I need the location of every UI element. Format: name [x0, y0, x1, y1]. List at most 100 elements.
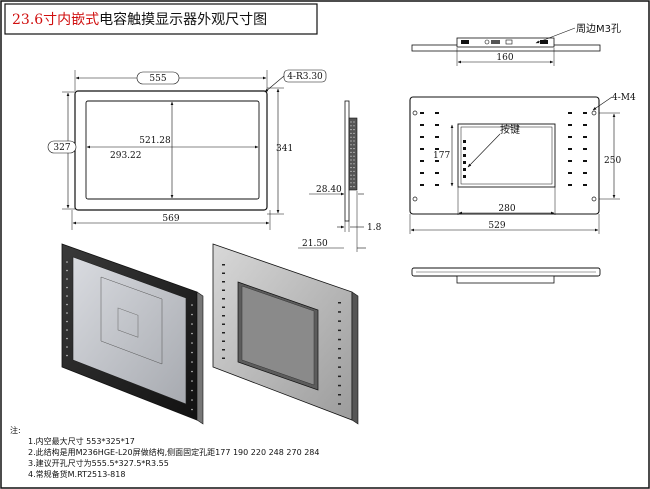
rear-vent-slot — [338, 366, 341, 368]
bezel-dot — [191, 380, 193, 382]
side-vent-dot — [350, 170, 352, 172]
note-4: 4.常规备货M.RT2513-818 — [28, 469, 125, 479]
bezel-dot — [191, 342, 193, 344]
side-vent-dot — [353, 140, 355, 142]
rear-vent-slot — [338, 329, 341, 332]
rear-vent-slot — [338, 375, 341, 378]
side-vent-dot — [350, 186, 352, 188]
vent-slot — [583, 148, 587, 150]
vent-slot — [568, 184, 572, 186]
vent-slot — [420, 136, 424, 138]
dim-cutout-height: 341 — [276, 144, 293, 154]
bezel-dot — [66, 269, 68, 272]
vent-slot — [420, 184, 424, 186]
note-3: 3.建议开孔尺寸为555.5*327.5*R3.55 — [28, 458, 169, 468]
vent-slot — [583, 124, 587, 126]
iso-front-view — [61, 243, 204, 425]
dim-hole-pitch: 250 — [604, 156, 621, 166]
top-housing — [456, 37, 555, 48]
side-vent-dot — [350, 136, 352, 138]
side-vent-dot — [353, 182, 355, 184]
side-vent-dot — [353, 129, 355, 131]
side-vent-dot — [353, 186, 355, 188]
side-vent-dot — [350, 159, 352, 161]
title-description: 电容触摸显示器外观尺寸图 — [99, 11, 267, 28]
side-vent-dot — [350, 174, 352, 176]
rear-vent-slot — [222, 281, 225, 283]
vent-slot — [435, 172, 439, 174]
side-vent-dot — [350, 155, 352, 157]
side-view: 28.40 1.8 21.50 — [298, 100, 382, 252]
side-body — [348, 117, 358, 191]
side-vent-dot — [350, 132, 352, 134]
rear-view: 4-M4 按键 177 250 280 529 — [409, 93, 636, 234]
iso-rear-view — [212, 243, 359, 425]
rear-vent-slot — [222, 298, 225, 300]
vent-slot — [583, 160, 587, 162]
bezel-dot — [66, 312, 68, 314]
dim-corner-radius: 4-R3.30 — [287, 72, 323, 82]
bottom-view — [411, 267, 601, 284]
title-text: 23.6寸内嵌式电容触摸显示器外观尺寸图 — [12, 11, 267, 28]
side-vent-dot — [350, 148, 352, 150]
dim-active-width: 521.28 — [139, 136, 171, 146]
rear-vent-slot — [338, 357, 341, 359]
rear-vent-slot — [338, 338, 341, 341]
dim-cutout-width: 569 — [162, 214, 179, 224]
notes-heading: 注: — [10, 425, 21, 435]
dim-depth: 28.40 — [316, 185, 342, 195]
top-hole-callout: 周边M3孔 — [576, 23, 621, 35]
dim-outer-width: 555 — [149, 74, 166, 84]
side-vent-dot — [353, 174, 355, 176]
bezel-dot — [191, 313, 193, 316]
vent-slot — [583, 172, 587, 174]
button-label: 按键 — [500, 123, 520, 136]
title-block: 23.6寸内嵌式电容触摸显示器外观尺寸图 — [4, 3, 318, 35]
side-vent-dot — [353, 144, 355, 146]
rear-vent-slot — [338, 348, 341, 350]
vent-slot — [568, 148, 572, 150]
side-vent-dot — [350, 140, 352, 142]
rear-vent-slot — [222, 289, 225, 291]
vent-slot — [568, 172, 572, 174]
side-vent-dot — [350, 144, 352, 146]
vent-slot — [420, 160, 424, 162]
vent-slot — [435, 184, 439, 186]
side-vent-dot — [353, 151, 355, 153]
side-vent-dot — [350, 125, 352, 127]
vent-slot — [420, 124, 424, 126]
vent-slot — [420, 172, 424, 174]
bezel-dot — [66, 346, 68, 348]
rear-vent-slot — [222, 315, 225, 317]
vent-slot — [435, 148, 439, 150]
vent-slot — [435, 136, 439, 138]
vent-slot — [583, 112, 587, 114]
side-vent-dot — [350, 182, 352, 184]
notes-block: 注: 1.内空最大尺寸 553*325*17 2.此结构是用M236HGE-L2… — [10, 425, 319, 479]
rear-vent-slot — [338, 311, 341, 313]
vent-slot — [435, 124, 439, 126]
bezel-dot — [191, 351, 193, 354]
rear-vent-slot — [222, 306, 225, 308]
side-vent-dot — [353, 148, 355, 150]
bezel-dot — [191, 370, 193, 373]
rear-hole-callout: 4-M4 — [612, 93, 636, 103]
vent-slot — [568, 124, 572, 126]
vent-slot — [420, 112, 424, 114]
front-view: 555 4-R3.30 327 521.28 293.22 341 569 — [47, 69, 327, 230]
bezel-dot — [191, 361, 193, 363]
mount-hole — [412, 110, 418, 116]
side-vent-dot — [353, 159, 355, 161]
iso-front-screen — [72, 256, 187, 405]
bezel-dot — [191, 304, 193, 306]
note-1: 1.内空最大尺寸 553*325*17 — [28, 436, 135, 446]
vent-slot — [568, 160, 572, 162]
rear-vent-slot — [338, 403, 341, 405]
dim-bracket-width: 160 — [496, 53, 513, 63]
bezel-dot — [191, 408, 193, 411]
rear-vent-slot — [222, 323, 225, 325]
side-vent-dot — [353, 170, 355, 172]
side-vent-dot — [353, 155, 355, 157]
mount-hole — [591, 196, 597, 202]
